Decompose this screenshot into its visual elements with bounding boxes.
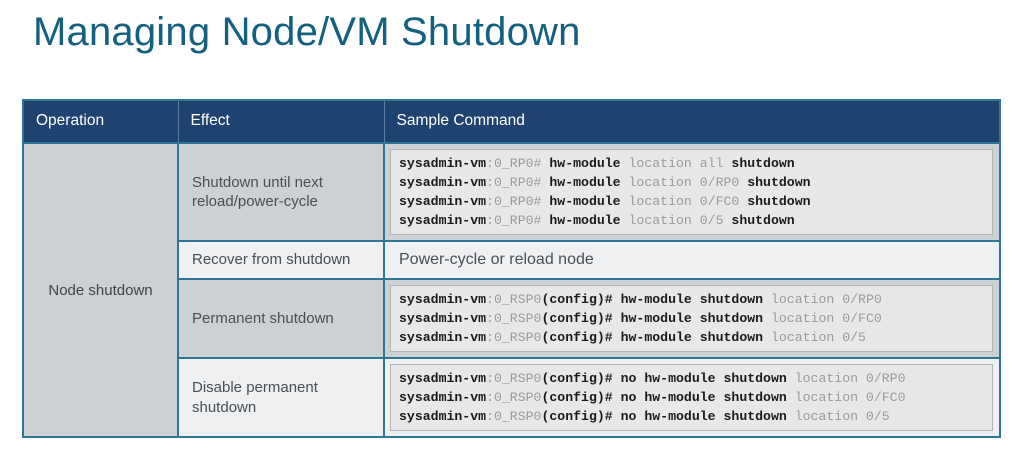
page-title: Managing Node/VM Shutdown	[33, 10, 581, 54]
command-token-bold: shutdown	[747, 194, 811, 209]
cell-sample-command: sysadmin-vm:0_RP0# hw-module location al…	[384, 143, 999, 242]
command-token-dim: location 0/RP0	[620, 175, 748, 190]
command-token-bold: sysadmin-vm	[399, 156, 487, 171]
command-token-bold: shutdown	[731, 213, 795, 228]
shutdown-table-container: Operation Effect Sample Command Node shu…	[22, 99, 1001, 438]
command-token-dim: location 0/5	[763, 330, 866, 345]
command-token-dim: :0_RSP0	[486, 390, 542, 405]
cell-sample-command: Power-cycle or reload node	[384, 241, 999, 280]
command-token-bold: (config)# no hw-module shutdown	[541, 390, 787, 405]
command-token-dim: :0_RSP0	[486, 409, 542, 424]
command-line: sysadmin-vm:0_RSP0(config)# hw-module sh…	[399, 309, 985, 328]
command-line: sysadmin-vm:0_RP0# hw-module location al…	[399, 154, 985, 173]
command-line: sysadmin-vm:0_RSP0(config)# no hw-module…	[399, 407, 985, 426]
command-line: sysadmin-vm:0_RP0# hw-module location 0/…	[399, 211, 985, 230]
cell-effect: Disable permanent shutdown	[178, 358, 385, 436]
command-token-dim: location 0/FC0	[763, 311, 882, 326]
shutdown-table: Operation Effect Sample Command Node shu…	[24, 101, 999, 436]
command-token-dim: location 0/RP0	[786, 371, 906, 386]
command-line: sysadmin-vm:0_RSP0(config)# hw-module sh…	[399, 328, 985, 347]
table-header-row: Operation Effect Sample Command	[24, 101, 999, 144]
command-token-dim: location 0/FC0	[786, 390, 906, 405]
command-line: sysadmin-vm:0_RSP0(config)# no hw-module…	[399, 388, 985, 407]
table-header: Operation Effect Sample Command	[24, 101, 999, 144]
command-token-dim: :0_RP0#	[486, 156, 550, 171]
command-token-dim: location 0/RP0	[763, 292, 882, 307]
command-token-dim: :0_RSP0	[486, 330, 542, 345]
cell-sample-command: sysadmin-vm:0_RSP0(config)# no hw-module…	[384, 358, 999, 436]
command-token-bold: hw-module	[549, 156, 621, 171]
command-token-dim: :0_RP0#	[486, 175, 550, 190]
command-token-bold: sysadmin-vm	[399, 194, 487, 209]
command-token-bold: sysadmin-vm	[399, 409, 487, 424]
command-block: sysadmin-vm:0_RSP0(config)# hw-module sh…	[390, 285, 993, 352]
cell-effect: Recover from shutdown	[178, 241, 385, 280]
command-token-dim: location 0/5	[786, 409, 890, 424]
command-token-bold: sysadmin-vm	[399, 390, 487, 405]
command-token-bold: shutdown	[731, 156, 795, 171]
command-token-bold: (config)# hw-module shutdown	[541, 311, 764, 326]
column-header-effect: Effect	[178, 101, 385, 144]
command-token-bold: (config)# hw-module shutdown	[541, 292, 764, 307]
command-token-bold: sysadmin-vm	[399, 175, 487, 190]
cell-effect: Permanent shutdown	[178, 279, 385, 359]
command-token-dim: :0_RSP0	[486, 311, 542, 326]
command-token-bold: sysadmin-vm	[399, 213, 487, 228]
command-line: sysadmin-vm:0_RP0# hw-module location 0/…	[399, 192, 985, 211]
command-token-dim: :0_RSP0	[486, 371, 542, 386]
command-token-bold: sysadmin-vm	[399, 311, 487, 326]
command-token-dim: location all	[620, 156, 732, 171]
command-token-bold: shutdown	[747, 175, 811, 190]
command-line: sysadmin-vm:0_RSP0(config)# hw-module sh…	[399, 290, 985, 309]
command-token-dim: :0_RP0#	[486, 194, 550, 209]
command-block: sysadmin-vm:0_RSP0(config)# no hw-module…	[390, 364, 993, 431]
column-header-operation: Operation	[24, 101, 179, 144]
command-token-bold: (config)# no hw-module shutdown	[541, 371, 787, 386]
command-token-dim: location 0/5	[620, 213, 732, 228]
command-token-bold: (config)# hw-module shutdown	[541, 330, 764, 345]
cell-operation-node-shutdown: Node shutdown	[24, 143, 179, 436]
cell-sample-command: sysadmin-vm:0_RSP0(config)# hw-module sh…	[384, 279, 999, 359]
command-token-bold: hw-module	[549, 194, 621, 209]
command-token-bold: hw-module	[549, 175, 621, 190]
command-token-bold: sysadmin-vm	[399, 371, 487, 386]
command-line: sysadmin-vm:0_RSP0(config)# no hw-module…	[399, 369, 985, 388]
command-line: sysadmin-vm:0_RP0# hw-module location 0/…	[399, 173, 985, 192]
command-token-bold: (config)# no hw-module shutdown	[541, 409, 787, 424]
cell-effect: Shutdown until next reload/power-cycle	[178, 143, 385, 242]
command-token-bold: sysadmin-vm	[399, 292, 487, 307]
column-header-sample-command: Sample Command	[384, 101, 999, 144]
command-token-dim: :0_RSP0	[486, 292, 542, 307]
command-block: sysadmin-vm:0_RP0# hw-module location al…	[390, 149, 993, 235]
command-token-dim: location 0/FC0	[620, 194, 748, 209]
command-token-dim: :0_RP0#	[486, 213, 550, 228]
command-token-bold: sysadmin-vm	[399, 330, 487, 345]
command-token-bold: hw-module	[549, 213, 621, 228]
